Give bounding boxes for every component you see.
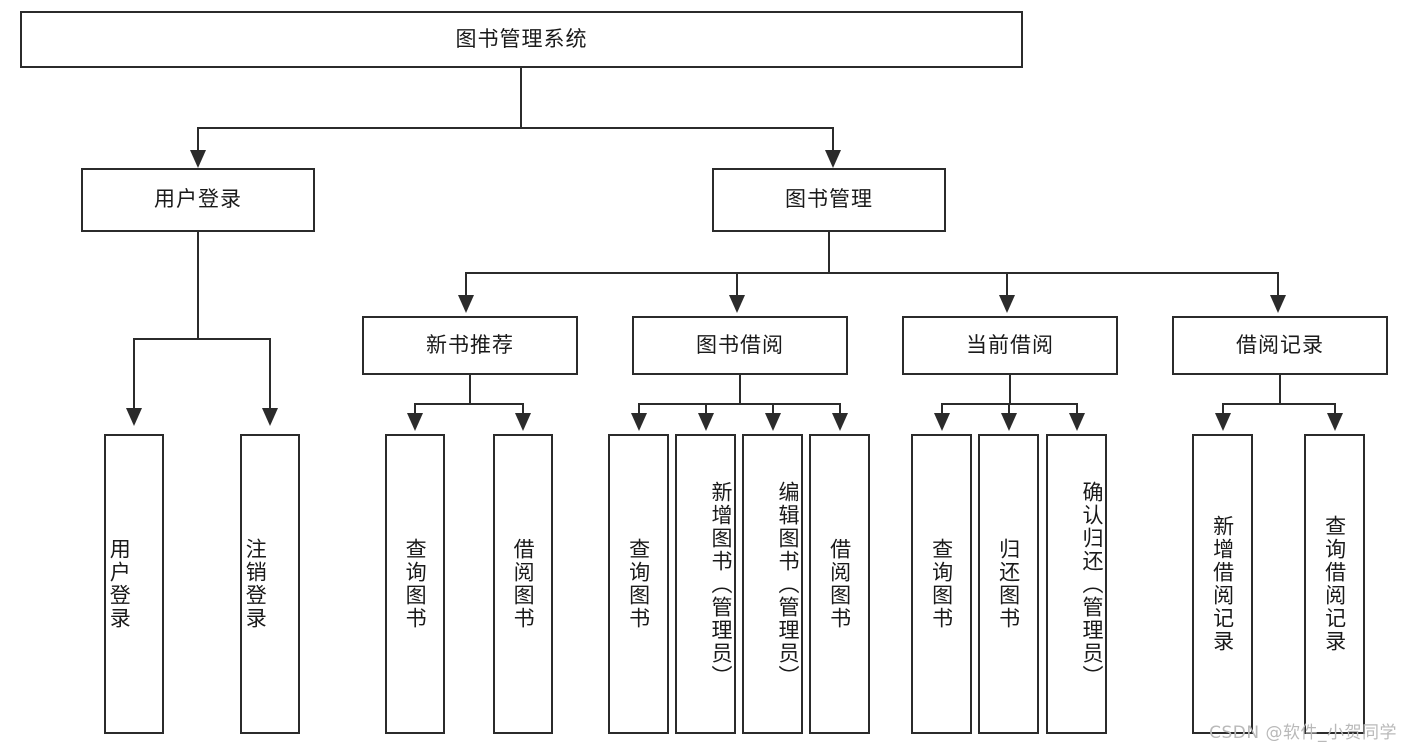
leaf-add-borrow-record[interactable]: 新增借阅记录 bbox=[1192, 434, 1253, 734]
node-root-system[interactable]: 图书管理系统 bbox=[20, 11, 1023, 68]
arrow-book-borrow-to-leaf-4 bbox=[832, 413, 848, 431]
edge-book-manage-to-l3-2 bbox=[736, 272, 738, 297]
arrow-book-borrow-to-leaf-1 bbox=[631, 413, 647, 431]
node-label: 图书管理系统 bbox=[455, 26, 588, 51]
node-label: 查询图书 bbox=[929, 538, 954, 630]
arrow-root-to-book-manage bbox=[825, 150, 841, 168]
arrow-user-login-to-leaf-1 bbox=[126, 408, 142, 426]
edge-book-borrow-stem bbox=[739, 375, 741, 405]
edge-book-borrow-to-leaf-3 bbox=[772, 403, 774, 415]
edge-root-to-book-manage bbox=[832, 127, 834, 152]
edge-user-login-stem bbox=[197, 232, 199, 340]
node-label: 当前借阅 bbox=[966, 332, 1054, 357]
arrow-new-book-to-leaf-2 bbox=[515, 413, 531, 431]
arrow-book-manage-to-l3-2 bbox=[729, 295, 745, 313]
edge-new-book-bus bbox=[414, 403, 524, 405]
leaf-confirm-return-admin[interactable]: 确认归还（管理员） bbox=[1046, 434, 1107, 734]
edge-borrow-record-to-leaf-2 bbox=[1334, 403, 1336, 415]
node-label: 图书管理 bbox=[785, 187, 873, 212]
edge-new-book-to-leaf-1 bbox=[414, 403, 416, 415]
edge-book-borrow-bus bbox=[638, 403, 841, 405]
node-label: 借阅记录 bbox=[1236, 332, 1324, 357]
node-label: 用户登录 bbox=[107, 538, 132, 630]
arrow-book-manage-to-l3-1 bbox=[458, 295, 474, 313]
edge-current-borrow-to-leaf-1 bbox=[941, 403, 943, 415]
arrow-current-borrow-to-leaf-2 bbox=[1001, 413, 1017, 431]
leaf-query-book-recommend[interactable]: 查询图书 bbox=[385, 434, 445, 734]
edge-current-borrow-to-leaf-2 bbox=[1008, 403, 1010, 415]
leaf-query-book-current[interactable]: 查询图书 bbox=[911, 434, 972, 734]
edge-borrow-record-stem bbox=[1279, 375, 1281, 405]
arrow-current-borrow-to-leaf-3 bbox=[1069, 413, 1085, 431]
node-user-login[interactable]: 用户登录 bbox=[81, 168, 315, 232]
node-label: 编辑图书（管理员） bbox=[776, 480, 800, 688]
node-label: 新增图书（管理员） bbox=[709, 480, 733, 688]
leaf-add-book-admin[interactable]: 新增图书（管理员） bbox=[675, 434, 736, 734]
node-current-borrow[interactable]: 当前借阅 bbox=[902, 316, 1118, 375]
arrow-user-login-to-leaf-2 bbox=[262, 408, 278, 426]
edge-root-to-user-login bbox=[197, 127, 199, 152]
arrow-book-manage-to-l3-3 bbox=[999, 295, 1015, 313]
arrow-borrow-record-to-leaf-2 bbox=[1327, 413, 1343, 431]
node-label: 新增借阅记录 bbox=[1210, 515, 1235, 653]
arrow-root-to-user-login bbox=[190, 150, 206, 168]
edge-book-manage-stem bbox=[828, 232, 830, 274]
edge-book-manage-bus bbox=[465, 272, 1279, 274]
node-book-management[interactable]: 图书管理 bbox=[712, 168, 946, 232]
leaf-return-book[interactable]: 归还图书 bbox=[978, 434, 1039, 734]
edge-root-stem bbox=[520, 68, 522, 128]
edge-book-borrow-to-leaf-4 bbox=[839, 403, 841, 415]
node-new-book-recommend[interactable]: 新书推荐 bbox=[362, 316, 578, 375]
leaf-query-borrow-record[interactable]: 查询借阅记录 bbox=[1304, 434, 1365, 734]
arrow-current-borrow-to-leaf-1 bbox=[934, 413, 950, 431]
edge-book-borrow-to-leaf-2 bbox=[705, 403, 707, 415]
node-label: 图书借阅 bbox=[696, 332, 784, 357]
edge-user-login-to-leaf-1 bbox=[133, 338, 135, 410]
node-label: 查询借阅记录 bbox=[1322, 515, 1347, 653]
node-label: 查询图书 bbox=[626, 538, 651, 630]
edge-user-login-bus bbox=[133, 338, 271, 340]
node-label: 借阅图书 bbox=[511, 538, 536, 630]
edge-book-manage-to-l3-4 bbox=[1277, 272, 1279, 297]
edge-book-borrow-to-leaf-1 bbox=[638, 403, 640, 415]
arrow-book-manage-to-l3-4 bbox=[1270, 295, 1286, 313]
edge-book-manage-to-l3-1 bbox=[465, 272, 467, 297]
leaf-query-book-borrow[interactable]: 查询图书 bbox=[608, 434, 669, 734]
leaf-borrow-book-recommend[interactable]: 借阅图书 bbox=[493, 434, 553, 734]
edge-book-manage-to-l3-3 bbox=[1006, 272, 1008, 297]
leaf-user-login[interactable]: 用户登录 bbox=[104, 434, 164, 734]
edge-current-borrow-to-leaf-3 bbox=[1076, 403, 1078, 415]
node-borrow-record[interactable]: 借阅记录 bbox=[1172, 316, 1388, 375]
edge-new-book-stem bbox=[469, 375, 471, 405]
node-label: 借阅图书 bbox=[827, 538, 852, 630]
arrow-book-borrow-to-leaf-3 bbox=[765, 413, 781, 431]
node-book-borrow[interactable]: 图书借阅 bbox=[632, 316, 848, 375]
node-label: 新书推荐 bbox=[426, 332, 514, 357]
leaf-edit-book-admin[interactable]: 编辑图书（管理员） bbox=[742, 434, 803, 734]
edge-new-book-to-leaf-2 bbox=[522, 403, 524, 415]
edge-current-borrow-stem bbox=[1009, 375, 1011, 405]
watermark-text: CSDN @软件_小贺同学 bbox=[1209, 723, 1397, 743]
edge-user-login-to-leaf-2 bbox=[269, 338, 271, 410]
node-label: 确认归还（管理员） bbox=[1080, 480, 1104, 688]
arrow-borrow-record-to-leaf-1 bbox=[1215, 413, 1231, 431]
leaf-borrow-book[interactable]: 借阅图书 bbox=[809, 434, 870, 734]
node-label: 用户登录 bbox=[154, 187, 242, 212]
edge-root-bus bbox=[197, 127, 834, 129]
node-label: 注销登录 bbox=[243, 538, 268, 630]
node-label: 归还图书 bbox=[996, 538, 1021, 630]
edge-borrow-record-to-leaf-1 bbox=[1222, 403, 1224, 415]
leaf-logout[interactable]: 注销登录 bbox=[240, 434, 300, 734]
arrow-book-borrow-to-leaf-2 bbox=[698, 413, 714, 431]
node-label: 查询图书 bbox=[403, 538, 428, 630]
arrow-new-book-to-leaf-1 bbox=[407, 413, 423, 431]
edge-borrow-record-bus bbox=[1222, 403, 1336, 405]
